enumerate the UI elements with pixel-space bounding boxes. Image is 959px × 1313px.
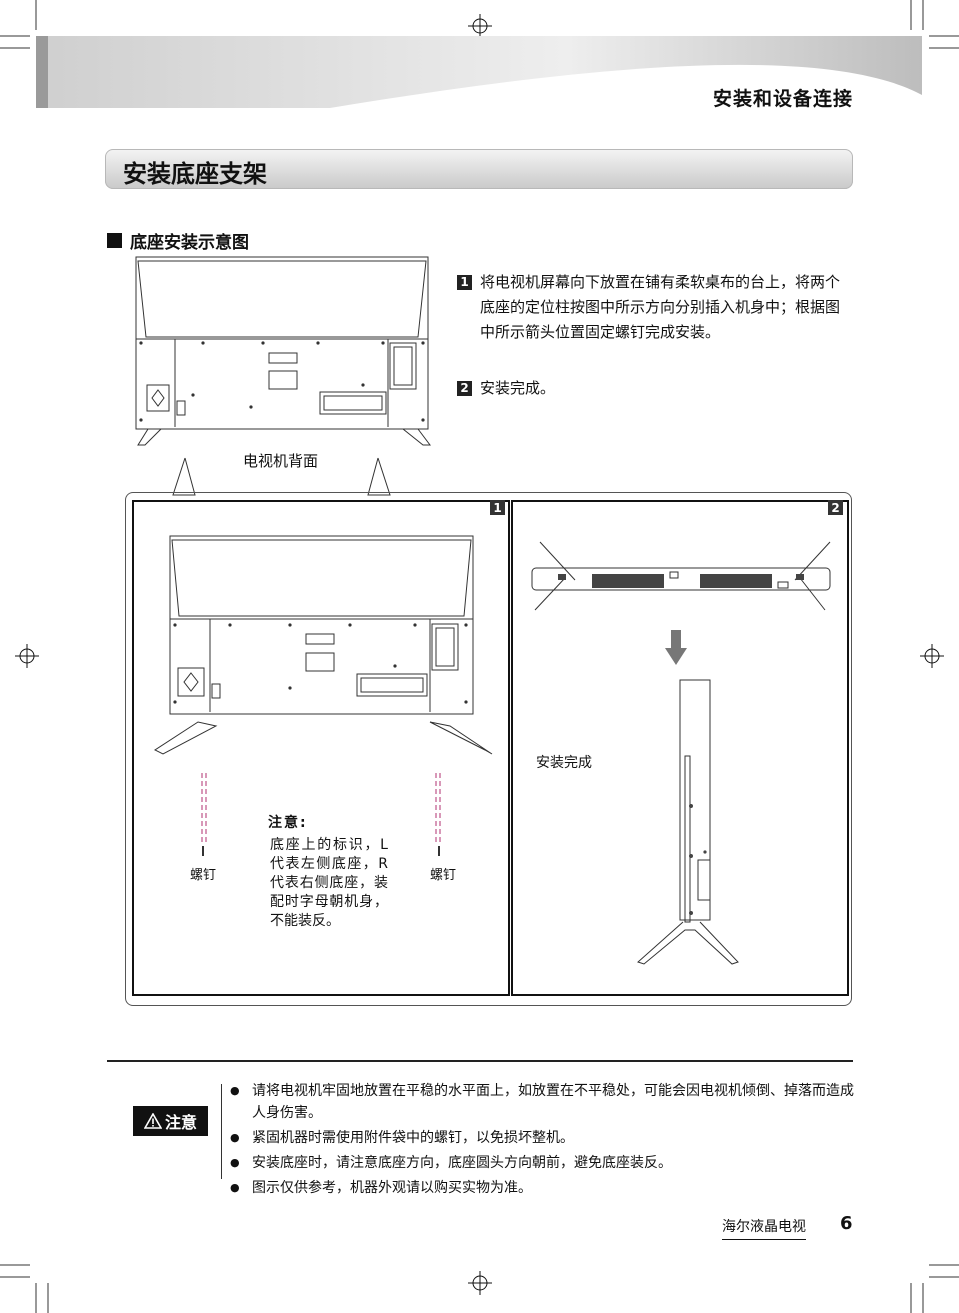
caution-item: 请将电视机牢固地放置在平稳的水平面上，如放置在不平稳处，可能会因电视机倾倒、掉落… — [230, 1080, 855, 1124]
step-number-badge: 2 — [457, 381, 472, 396]
step-2: 2 安装完成。 — [455, 376, 845, 401]
panel-number-badge: 1 — [490, 500, 505, 515]
header-title: 安装和设备连接 — [712, 88, 853, 110]
diagram-panel-1 — [132, 500, 510, 996]
step-number-badge: 1 — [457, 275, 472, 290]
warning-triangle-icon — [143, 1113, 162, 1129]
section-bar: 安装底座支架 — [105, 149, 853, 189]
caution-badge-text: 注意 — [164, 1113, 197, 1132]
page-number: 6 — [840, 1213, 853, 1234]
panel-number-badge: 2 — [828, 500, 843, 515]
step-text: 安装完成。 — [480, 379, 556, 397]
caution-item: 紧固机器时需使用附件袋中的螺钉，以免损坏整机。 — [230, 1127, 855, 1149]
subsection-title-text: 底座安装示意图 — [130, 233, 249, 253]
step-1: 1 将电视机屏幕向下放置在铺有柔软桌布的台上，将两个底座的定位柱按图中所示方向分… — [455, 270, 845, 345]
screw-label-left: 螺钉 — [190, 868, 217, 883]
caution-list: 请将电视机牢固地放置在平稳的水平面上，如放置在不平稳处，可能会因电视机倾倒、掉落… — [230, 1080, 855, 1199]
screw-label-right: 螺钉 — [430, 868, 457, 883]
divider — [107, 1060, 853, 1062]
tv-installed-illustration — [531, 541, 831, 965]
subsection-title: 底座安装示意图 — [107, 228, 249, 253]
footer-brand: 海尔液晶电视 — [722, 1216, 806, 1240]
caution-divider — [221, 1084, 222, 1179]
caution-item: 安装底座时，请注意底座方向，底座圆头方向朝前，避免底座装反。 — [230, 1152, 855, 1174]
tv-stand-mounting-illustration — [153, 535, 493, 856]
down-arrow-icon — [665, 630, 687, 665]
caution-badge: 注意 — [133, 1106, 208, 1136]
caution-item: 图示仅供参考，机器外观请以购买实物为准。 — [230, 1177, 855, 1199]
square-bullet-icon — [107, 233, 122, 248]
installed-label: 安装完成 — [536, 755, 592, 771]
registration-mark-icon — [15, 14, 944, 1295]
note-body: 底座上的标识，L代表左侧底座，R代表右侧底座，装配时字母朝机身，不能装反。 — [270, 837, 388, 929]
section-title: 安装底座支架 — [123, 160, 267, 188]
step-text: 将电视机屏幕向下放置在铺有柔软桌布的台上，将两个底座的定位柱按图中所示方向分别插… — [480, 273, 841, 341]
diagram-frame — [125, 492, 852, 1006]
note-title: 注意: — [268, 815, 308, 831]
tv-back-illustration — [135, 256, 431, 496]
diagram-panel-2 — [511, 500, 849, 996]
tv-back-label: 电视机背面 — [243, 452, 319, 470]
